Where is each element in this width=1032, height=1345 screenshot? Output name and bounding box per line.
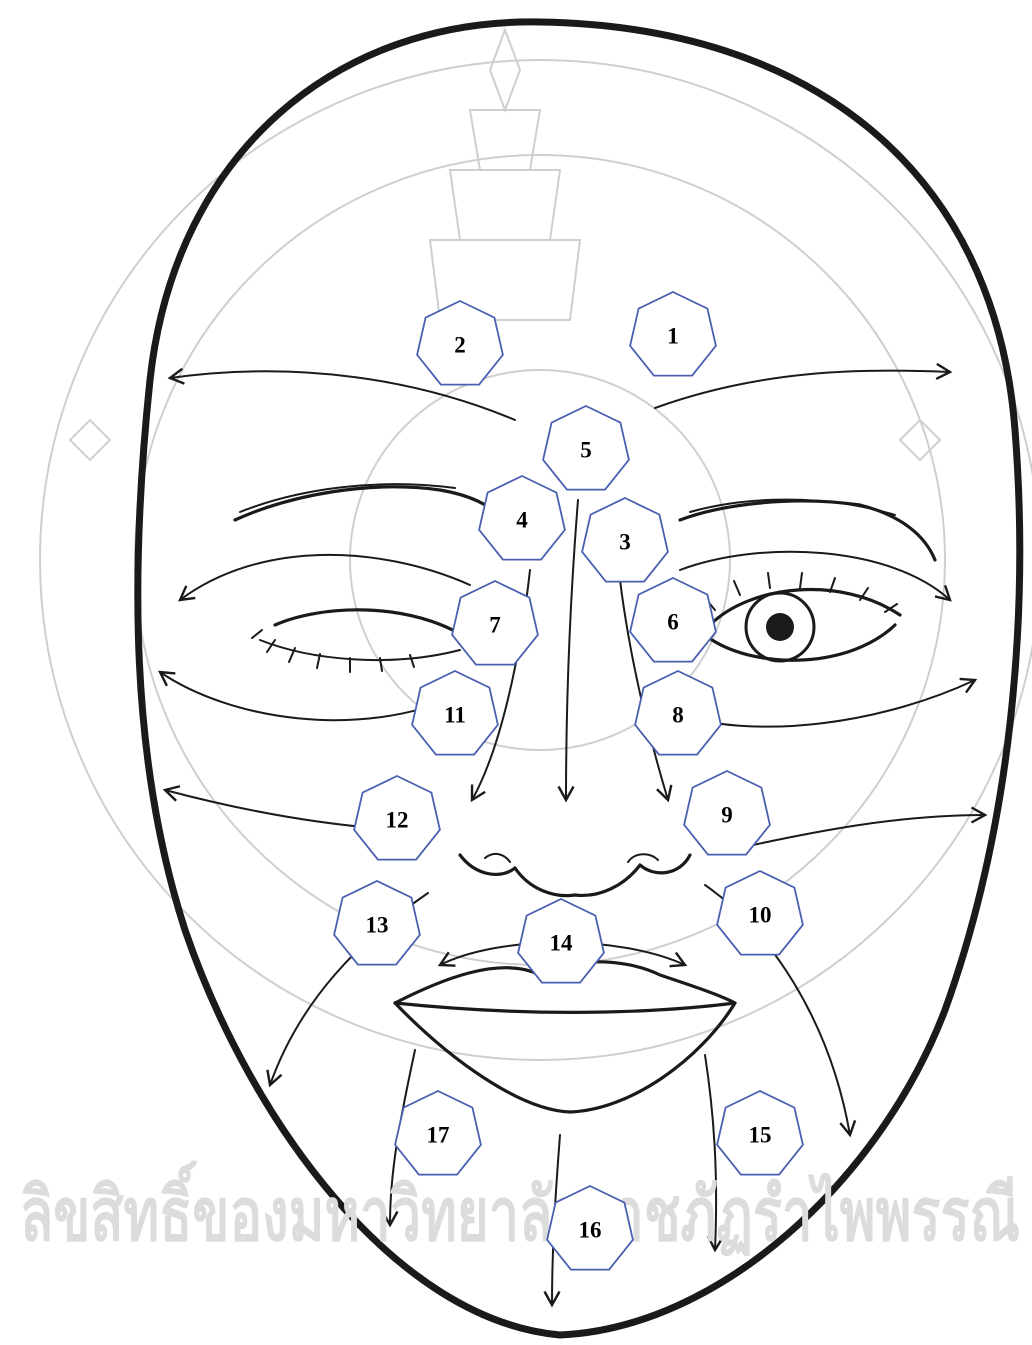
marker-label: 2	[454, 333, 466, 358]
massage-arrows	[160, 371, 985, 1305]
marker-label: 4	[516, 508, 528, 533]
marker-label: 3	[619, 530, 631, 555]
marker-14: 14	[518, 899, 604, 983]
marker-label: 10	[749, 903, 772, 928]
closed-eye-lashes	[260, 640, 460, 660]
marker-13: 13	[334, 881, 420, 965]
open-eye-lower-lid	[712, 625, 895, 660]
marker-label: 1	[667, 324, 679, 349]
marker-label: 9	[721, 803, 733, 828]
marker-1: 1	[630, 292, 716, 376]
marker-9: 9	[684, 771, 770, 855]
marker-10: 10	[717, 871, 803, 955]
copyright-watermark: ลิขสิทธิ์ของมหาวิทยาลัยราชภัฏรำไพพรรณี	[20, 1160, 1020, 1258]
closed-eye-lash-strokes	[252, 630, 414, 672]
marker-label: 7	[489, 613, 501, 638]
nostrils	[485, 854, 658, 862]
marker-label: 17	[427, 1123, 450, 1148]
arrow-nose-bridge	[566, 500, 578, 800]
right-eyebrow	[235, 487, 505, 520]
marker-label: 5	[580, 438, 592, 463]
nose	[460, 855, 690, 896]
marker-12: 12	[354, 776, 440, 860]
marker-label: 14	[550, 931, 574, 956]
marker-label: 11	[444, 703, 466, 728]
marker-5: 5	[543, 406, 629, 490]
seal-pagoda	[430, 30, 580, 320]
marker-6: 6	[630, 578, 716, 662]
face-outline	[138, 22, 1020, 1335]
arrow-upper-eye-left	[180, 555, 470, 600]
closed-eye-lid	[275, 610, 470, 640]
marker-label: 8	[672, 703, 684, 728]
marker-17: 17	[395, 1091, 481, 1175]
arrow-upper-eye-right	[680, 552, 950, 600]
marker-11: 11	[412, 671, 498, 755]
marker-label: 16	[579, 1218, 602, 1243]
marker-4: 4	[479, 476, 565, 560]
marker-label: 6	[667, 610, 679, 635]
open-eye-pupil	[766, 613, 794, 641]
marker-label: 15	[749, 1123, 772, 1148]
marker-8: 8	[635, 671, 721, 755]
arrow-forehead-right	[655, 371, 950, 408]
marker-2: 2	[417, 301, 503, 385]
marker-3: 3	[582, 498, 668, 582]
marker-label: 12	[386, 808, 409, 833]
marker-7: 7	[452, 581, 538, 665]
seal-ornaments	[70, 420, 940, 460]
marker-15: 15	[717, 1091, 803, 1175]
marker-label: 13	[366, 913, 389, 938]
open-eye-upper-lid	[710, 590, 900, 625]
